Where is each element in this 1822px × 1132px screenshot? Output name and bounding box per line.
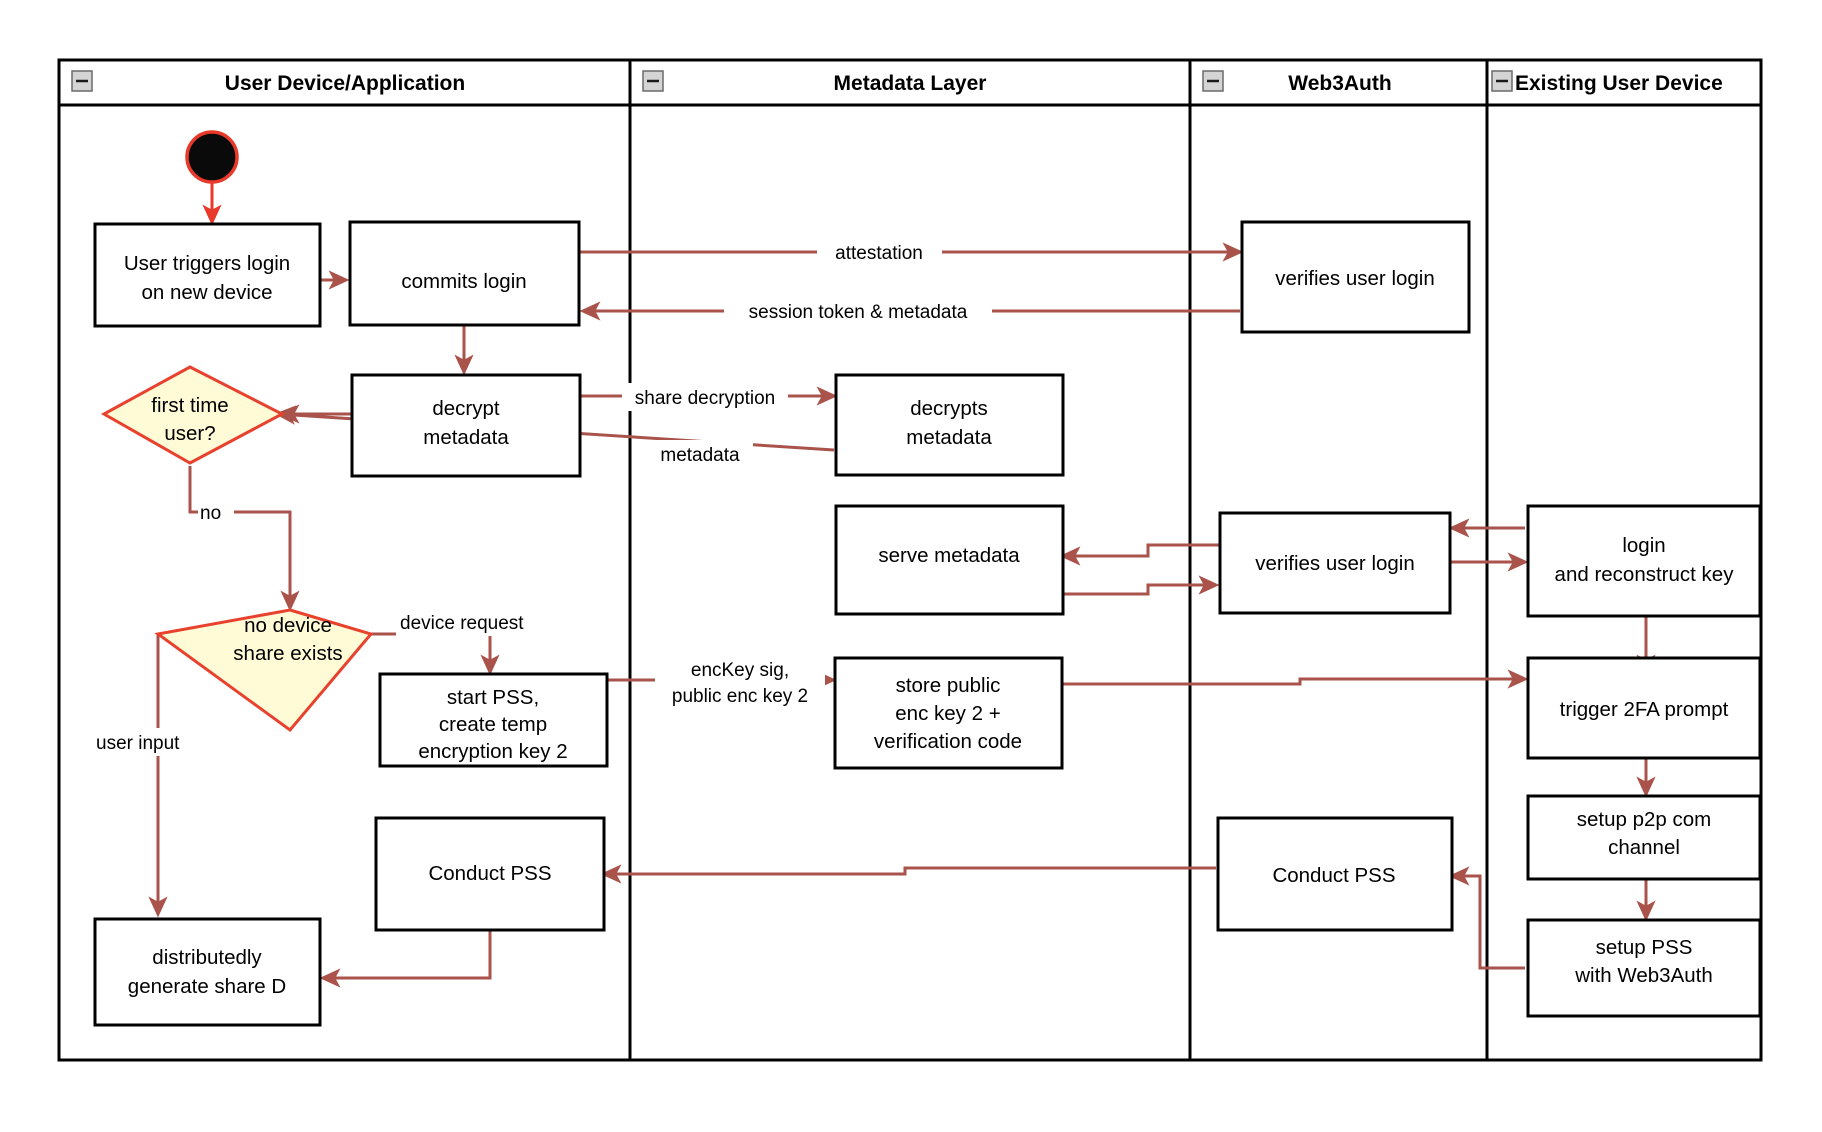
node-label-line: user?: [164, 422, 215, 445]
node-verifies-user-login-mid[interactable]: verifies user login: [1218, 511, 1452, 615]
node-label-line: decrypt: [432, 397, 500, 420]
edge-label-share-decryption: share decryption: [622, 383, 788, 411]
node-label-line: Conduct PSS: [1272, 864, 1395, 887]
collapse-minus-icon[interactable]: [71, 70, 93, 92]
node-label-line: enc key 2 +: [895, 702, 1000, 725]
node-label-line: decrypts: [910, 397, 987, 420]
edge-store-key-to-trigger-2fa: [1062, 669, 1529, 689]
collapse-minus-icon[interactable]: [642, 70, 664, 92]
lane-title-metadata: Metadata Layer: [834, 72, 987, 95]
edge-label-text: metadata: [660, 445, 740, 466]
lane-title-existing-device: Existing User Device: [1515, 72, 1723, 95]
node-label-line: on new device: [141, 281, 272, 304]
edge-label-text: device request: [400, 613, 524, 634]
edge-label-attestation: attestation: [817, 238, 942, 266]
edge-label-text: user input: [96, 733, 180, 754]
node-serve-metadata[interactable]: serve metadata: [834, 504, 1065, 616]
edge-label-session-token-metadata: session token & metadata: [724, 297, 992, 325]
node-label-line: metadata: [423, 426, 509, 449]
edge-serve-metadata-to-verifies-mid: [1063, 575, 1220, 596]
edge-verifies-mid-to-serve-metadata: [1059, 543, 1220, 566]
edge-no-device-to-start-pss: [371, 632, 500, 676]
lane-header-user-device[interactable]: User Device/Application: [71, 70, 465, 95]
node-setup-p2p-com-channel[interactable]: setup p2p com channel: [1526, 794, 1762, 881]
node-user-triggers-login[interactable]: User triggers login on new device: [93, 222, 322, 328]
node-decrypt-metadata[interactable]: decrypt metadata: [350, 373, 582, 478]
node-label-line: commits login: [401, 270, 526, 293]
edge-label-enckey-sig: encKey sig, public enc key 2: [655, 655, 825, 711]
lane-header-web3auth[interactable]: Web3Auth: [1202, 70, 1392, 95]
edge-label-metadata: metadata: [648, 440, 753, 468]
edge-setup-pss-to-conduct-pss-web3auth: [1448, 866, 1525, 970]
edge-label-text: share decryption: [635, 388, 775, 409]
edge-label-text: public enc key 2: [672, 686, 808, 707]
start-node: [185, 130, 239, 184]
edge-label-text: session token & metadata: [749, 302, 968, 323]
node-label-line: start PSS,: [447, 686, 539, 709]
node-decrypts-metadata[interactable]: decrypts metadata: [834, 373, 1065, 477]
edge-labels: attestation session token & metadata sha…: [92, 238, 992, 756]
node-first-time-user[interactable]: first time user?: [100, 365, 286, 465]
node-verifies-user-login-top[interactable]: verifies user login: [1240, 220, 1471, 334]
node-label-line: no device: [244, 614, 332, 637]
node-distributedly-generate-share-d[interactable]: distributedly generate share D: [93, 917, 322, 1027]
node-login-and-reconstruct-key[interactable]: login and reconstruct key: [1526, 504, 1762, 618]
edge-conduct-pss-web3auth-to-user: [600, 864, 1216, 884]
edge-label-user-input: user input: [92, 728, 204, 756]
node-label-line: verifies user login: [1255, 552, 1415, 575]
edge-label-no: no: [198, 498, 234, 524]
node-label-line: metadata: [906, 426, 992, 449]
node-trigger-2fa-prompt[interactable]: trigger 2FA prompt: [1526, 656, 1762, 760]
node-label-line: verifies user login: [1275, 267, 1435, 290]
edge-first-time-no-to-no-device: [188, 466, 300, 612]
node-label-line: encryption key 2: [418, 740, 567, 763]
node-label-line: store public: [896, 674, 1001, 697]
collapse-minus-icon[interactable]: [1202, 70, 1224, 92]
node-label-line: trigger 2FA prompt: [1560, 698, 1729, 721]
node-label-line: login: [1622, 534, 1665, 557]
node-conduct-pss-web3auth[interactable]: Conduct PSS: [1216, 816, 1454, 932]
node-label-line: setup p2p com: [1577, 808, 1711, 831]
lane-header-existing-device[interactable]: Existing User Device: [1491, 70, 1723, 95]
node-label-line: first time: [151, 394, 228, 417]
node-label-line: generate share D: [128, 975, 286, 998]
node-store-public-enc-key[interactable]: store public enc key 2 + verification co…: [833, 656, 1064, 770]
lane-header-metadata[interactable]: Metadata Layer: [642, 70, 987, 95]
node-label-line: User triggers login: [124, 252, 290, 275]
node-start-pss-create-temp-key[interactable]: start PSS, create temp encryption key 2: [378, 672, 609, 768]
lane-title-user-device: User Device/Application: [225, 72, 465, 95]
edge-conduct-pss-to-generate-share: [319, 930, 492, 988]
collapse-minus-icon[interactable]: [1491, 70, 1513, 92]
node-label-line: setup PSS: [1596, 936, 1693, 959]
node-label-line: share exists: [233, 642, 342, 665]
node-label-line: channel: [1608, 836, 1680, 859]
node-conduct-pss-user[interactable]: Conduct PSS: [374, 816, 606, 932]
node-label-line: serve metadata: [878, 544, 1020, 567]
node-label-line: verification code: [874, 730, 1022, 753]
node-label-line: create temp: [439, 713, 547, 736]
node-setup-pss-with-web3auth[interactable]: setup PSS with Web3Auth: [1526, 918, 1762, 1018]
node-label-line: Conduct PSS: [428, 862, 551, 885]
edge-label-text: encKey sig,: [691, 660, 789, 681]
node-no-device-share-exists[interactable]: no device share exists: [154, 608, 374, 733]
node-label-line: with Web3Auth: [1574, 964, 1713, 987]
node-label-line: and reconstruct key: [1555, 563, 1735, 586]
edge-label-device-request: device request: [396, 608, 556, 636]
node-label-line: distributedly: [152, 946, 262, 969]
edge-label-text: attestation: [835, 243, 923, 264]
edge-label-text: no: [200, 503, 221, 524]
node-commits-login[interactable]: commits login: [348, 220, 581, 327]
lane-title-web3auth: Web3Auth: [1288, 72, 1391, 95]
